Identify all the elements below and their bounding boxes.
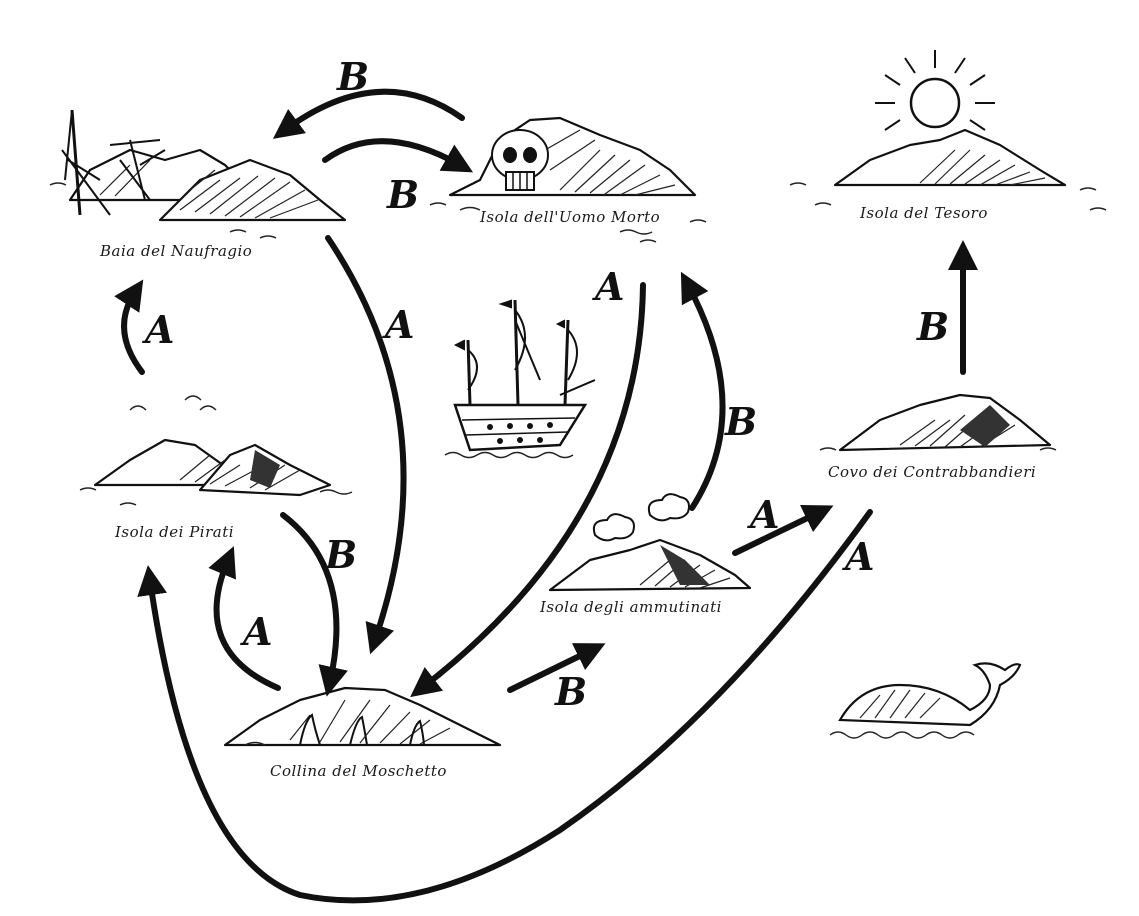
- arrow-pirati-to-baia: [124, 292, 142, 372]
- edge-label-pirati-to-moschetto: B: [324, 532, 357, 577]
- pirate-island-illustration: [80, 396, 352, 505]
- edge-label-moschetto-to-ammutinati: B: [554, 669, 587, 714]
- edge-label-ammutinati-to-contrabbandieri: A: [747, 492, 779, 537]
- shipwreck-bay-illustration: [50, 110, 345, 238]
- edge-label-baia-to-moschetto: A: [382, 302, 414, 347]
- whale-illustration: [830, 663, 1020, 738]
- arrow-uomo-to-baia: [285, 92, 462, 130]
- edge-label-contrabbandieri-to-pirati: A: [842, 534, 874, 579]
- edge-label-baia-to-uomo: B: [386, 172, 419, 217]
- island-label-tesoro: Isola del Tesoro: [859, 204, 988, 222]
- island-label-moschetto: Collina del Moschetto: [270, 762, 447, 780]
- arrow-ammutinati-to-uomo: [688, 285, 723, 508]
- island-label-baia: Baia del Naufragio: [99, 242, 252, 260]
- island-label-uomo-morto: Isola dell'Uomo Morto: [479, 208, 660, 226]
- arrow-baia-to-moschetto: [328, 238, 404, 640]
- edge-label-pirati-to-baia: A: [142, 307, 174, 352]
- edge-label-contrabbandieri-to-tesoro: B: [916, 304, 949, 349]
- arrow-baia-to-uomo: [325, 141, 460, 165]
- edge-label-uomo-to-moschetto: A: [592, 264, 624, 309]
- pirate-ship-illustration: [445, 300, 595, 458]
- edge-label-uomo-to-baia: B: [336, 54, 369, 99]
- smugglers-den-illustration: [820, 395, 1056, 450]
- island-label-pirati: Isola dei Pirati: [114, 523, 234, 541]
- treasure-island-illustration: [790, 50, 1106, 210]
- arrow-contrabbandieri-to-pirati: [150, 512, 870, 900]
- edge-label-ammutinati-to-uomo: B: [724, 399, 757, 444]
- island-label-ammutinati: Isola degli ammutinati: [539, 598, 722, 616]
- island-label-contrabbandieri: Covo dei Contrabbandieri: [828, 463, 1036, 481]
- edge-label-moschetto-to-pirati: A: [240, 609, 272, 654]
- musket-hill-illustration: [225, 688, 500, 745]
